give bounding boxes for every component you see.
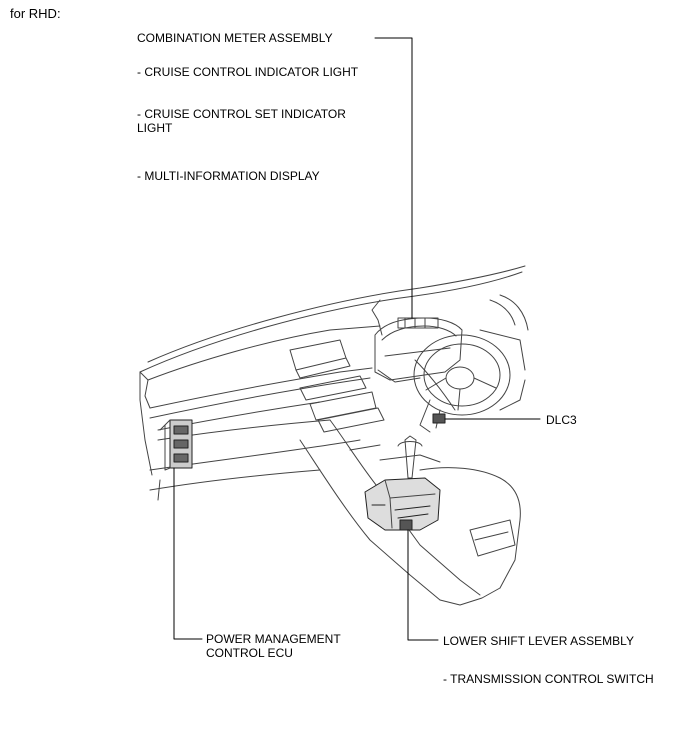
label-dlc3: DLC3	[546, 413, 577, 427]
label-lower-shift-lever: LOWER SHIFT LEVER ASSEMBLY	[443, 634, 634, 648]
dlc3-connector	[432, 413, 446, 424]
dash-top	[139, 325, 381, 381]
label-combination-meter: COMBINATION METER ASSEMBLY	[137, 31, 333, 45]
center-display	[289, 339, 347, 371]
leader-lower-shift-lever	[407, 529, 439, 641]
leader-combination-meter	[374, 37, 413, 319]
diagram-heading: for RHD:	[10, 6, 61, 21]
label-cruise-set-line2: LIGHT	[137, 121, 173, 135]
label-power-mgmt-line2: CONTROL ECU	[206, 646, 293, 660]
leader-power-mgmt-ecu	[173, 467, 203, 640]
lower-shift-lever-assembly	[364, 477, 441, 531]
label-cruise-indicator: - CRUISE CONTROL INDICATOR LIGHT	[137, 65, 359, 79]
center-vent	[299, 375, 367, 401]
label-power-mgmt-line1: POWER MANAGEMENT	[206, 632, 341, 646]
label-multi-info-display: - MULTI-INFORMATION DISPLAY	[137, 169, 320, 183]
shift-lever	[404, 435, 417, 479]
callout-lines	[173, 37, 541, 641]
windshield-edge	[147, 265, 526, 363]
label-cruise-set-line1: - CRUISE CONTROL SET INDICATOR	[137, 107, 346, 121]
label-transmission-switch: - TRANSMISSION CONTROL SWITCH	[443, 672, 654, 686]
